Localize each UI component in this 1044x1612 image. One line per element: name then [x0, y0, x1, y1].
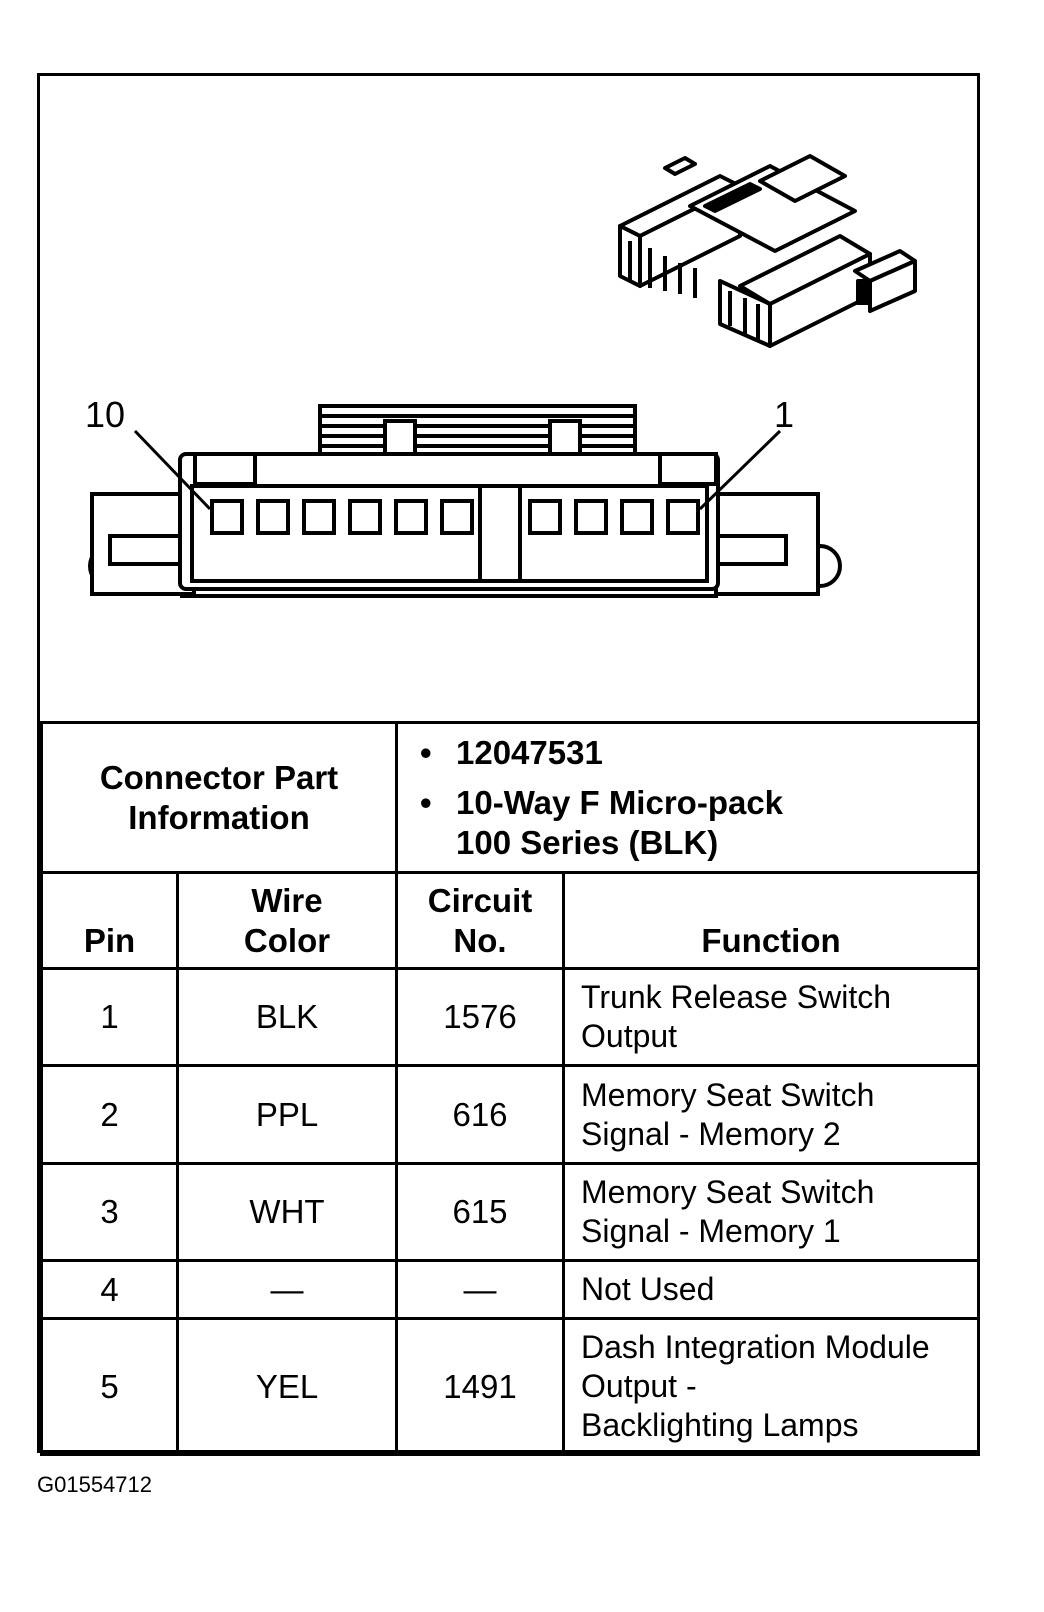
wire-color-cell: WHT: [176, 1162, 398, 1262]
header-pin: Pin: [40, 871, 179, 970]
connector-table: Connector Part Information 12047531 10-W…: [40, 721, 981, 1456]
connector-part-info-value: 12047531 10-Way F Micro-pack 100 Series …: [394, 721, 981, 874]
connector-part-info-label: Connector Part Information: [40, 721, 398, 874]
pin-cell: 2: [40, 1064, 179, 1165]
table-row: 5 YEL 1491 Dash Integration Module Outpu…: [40, 1317, 981, 1456]
connector-info-row: Connector Part Information 12047531 10-W…: [40, 721, 981, 874]
table-row: 1 BLK 1576 Trunk Release Switch Output: [40, 967, 981, 1067]
connector-description-line2: 100 Series (BLK): [456, 823, 719, 861]
table-row: 4 — — Not Used: [40, 1259, 981, 1320]
table-row: 3 WHT 615 Memory Seat Switch Signal - Me…: [40, 1162, 981, 1262]
connector-3d-illustration: [618, 154, 917, 348]
table-header-row: Pin Wire Color Circuit No. Function: [40, 871, 981, 970]
function-cell: Trunk Release Switch Output: [561, 967, 981, 1067]
function-cell: Dash Integration Module Output - Backlig…: [561, 1317, 981, 1456]
circuit-cell: 616: [395, 1064, 565, 1165]
connector-front-view: [88, 404, 842, 598]
circuit-cell: 615: [395, 1162, 565, 1262]
wire-color-cell: —: [176, 1259, 398, 1320]
pin-cell: 4: [40, 1259, 179, 1320]
pin-1-label: 1: [774, 394, 795, 435]
function-cell: Memory Seat Switch Signal - Memory 2: [561, 1064, 981, 1165]
pin-cavities: [210, 499, 700, 535]
wire-color-cell: BLK: [176, 967, 398, 1067]
function-cell: Memory Seat Switch Signal - Memory 1: [561, 1162, 981, 1262]
wire-color-cell: PPL: [176, 1064, 398, 1165]
pin-cell: 1: [40, 967, 179, 1067]
circuit-cell: 1491: [395, 1317, 565, 1456]
circuit-cell: —: [395, 1259, 565, 1320]
circuit-cell: 1576: [395, 967, 565, 1067]
connector-sheet: 10 1 Connector Part Information 12047531…: [37, 73, 981, 1456]
pin-10-label: 10: [85, 394, 126, 435]
table-row: 2 PPL 616 Memory Seat Switch Signal - Me…: [40, 1064, 981, 1165]
header-function: Function: [561, 871, 981, 970]
connector-description-line1: 10-Way F Micro-pack: [420, 783, 977, 823]
function-cell: Not Used: [561, 1259, 981, 1320]
connector-diagram: [88, 154, 917, 598]
figure-code: G01554712: [37, 1472, 152, 1497]
header-circuit-no: Circuit No.: [395, 871, 565, 970]
pin-cell: 3: [40, 1162, 179, 1262]
wire-color-cell: YEL: [176, 1317, 398, 1456]
pin-cell: 5: [40, 1317, 179, 1456]
header-wire-color: Wire Color: [176, 871, 398, 970]
part-number: 12047531: [420, 733, 977, 773]
